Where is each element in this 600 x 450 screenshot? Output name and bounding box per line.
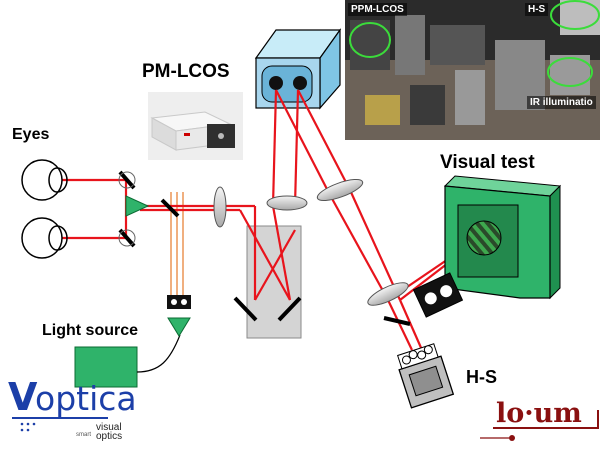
illumination-beam (170, 192, 184, 298)
photo-hs-tag: H-S (525, 3, 549, 16)
pm-lcos-device-photo (148, 92, 243, 160)
voptica-tag-smart: smart (76, 432, 91, 438)
pm-lcos-label: PM-LCOS (142, 61, 230, 82)
voptica-tag-optics: optics (96, 431, 123, 442)
lab-photo (345, 0, 600, 140)
photo-ppm-lcos-tag: PPM-LCOS (348, 3, 407, 16)
beam-combiner-prism (125, 195, 150, 217)
visual-test-label: Visual test (440, 152, 535, 173)
light-source (74, 295, 191, 388)
visual-test-monitor (443, 175, 562, 300)
hs-label: H-S (466, 367, 497, 387)
voptica-logo-text: optica (35, 379, 137, 418)
voptica-logo-v: V (8, 375, 38, 419)
mirror-mounts (118, 171, 136, 247)
light-source-label: Light source (42, 322, 139, 339)
voptica-tag-visual: visual (96, 422, 122, 433)
eye-bottom-icon (21, 217, 68, 259)
eyes-label: Eyes (12, 126, 50, 143)
loum-logo-text: lo·um (496, 398, 582, 429)
voptica-logo-art (12, 417, 108, 432)
pupil-camera (412, 272, 464, 318)
lenses (213, 178, 409, 306)
photo-ir-illumination-tag: IR illuminatio (527, 96, 596, 109)
hs-sensor (397, 343, 455, 409)
eye-top-icon (21, 159, 68, 201)
mirrors (118, 170, 411, 326)
loum-logo-art (480, 410, 599, 441)
